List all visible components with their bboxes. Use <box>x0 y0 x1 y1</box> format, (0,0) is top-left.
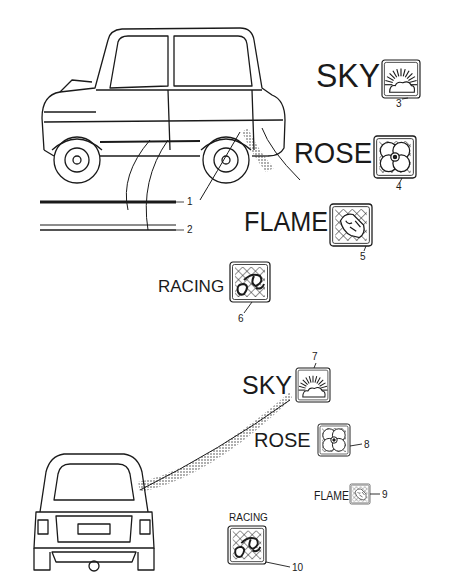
callout-number: 10 <box>292 563 303 573</box>
callout-number: 9 <box>382 490 388 500</box>
callout-number: 2 <box>187 225 193 235</box>
badge-word: FLAME <box>314 489 349 502</box>
callout-number: 1 <box>187 197 193 207</box>
badge-word: RACING <box>229 513 268 523</box>
callout-number: 3 <box>396 99 402 109</box>
callout-number: 7 <box>312 352 318 362</box>
badge-word: SKY <box>316 58 380 92</box>
callout-number: 4 <box>396 182 402 192</box>
badge-word: ROSE <box>294 138 372 168</box>
badge-word: SKY <box>242 372 292 398</box>
badge-word: ROSE <box>254 430 311 450</box>
callout-number: 6 <box>238 314 244 324</box>
badge-word: RACING <box>158 278 224 295</box>
badge-word: FLAME <box>244 208 328 236</box>
callout-number: 8 <box>364 440 370 450</box>
callout-number: 5 <box>360 252 366 262</box>
